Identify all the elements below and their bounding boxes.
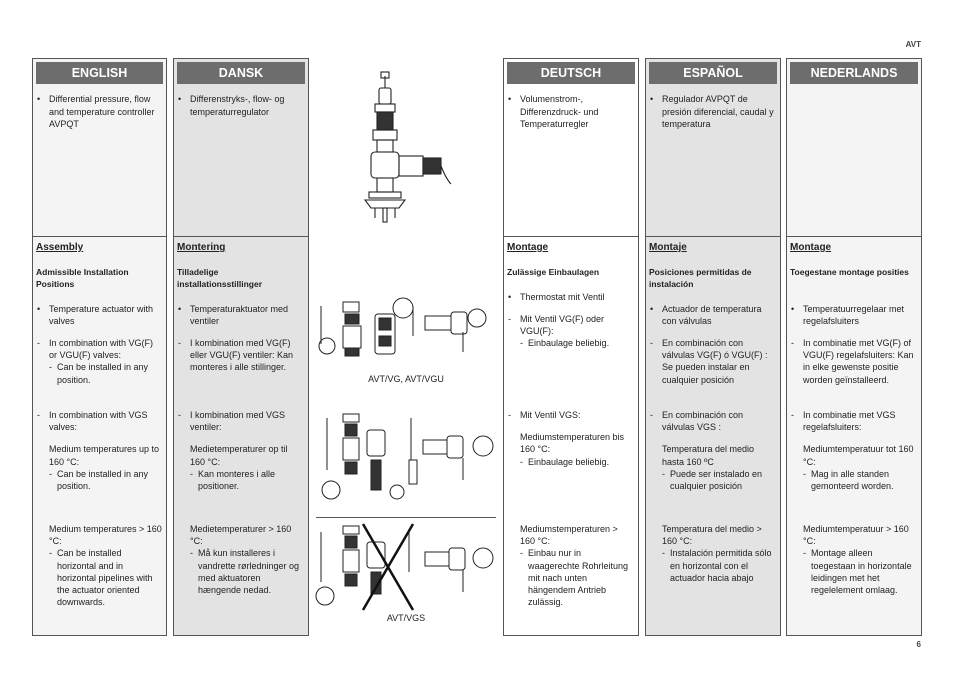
bullet-4-deutsch: Mediumstemperaturen > 160 °C: -Einbau nu… <box>520 524 629 608</box>
bullet-3-english: -In combination with VGS valves: Medium … <box>37 410 160 492</box>
intro-deutsch: •Volumenstrom-, Differenzdruck- und Temp… <box>508 94 599 129</box>
bullet-1-deutsch: •Thermostat mit Ventil <box>508 292 605 302</box>
tab-deutsch: DEUTSCH <box>507 62 635 84</box>
section-sub-dansk: Tilladelige installationsstillinger <box>177 267 263 289</box>
bullet-2-espanol: -En combinación con válvulas VG(F) ó VGU… <box>650 338 768 385</box>
section-title-nederlands: Montage <box>790 242 832 253</box>
bullet-4-espanol: Temperatura del medio > 160 °C: -Instala… <box>662 524 772 583</box>
bullet-2-english: -In combination with VG(F) or VGU(F) val… <box>37 338 154 385</box>
column-espanol: ESPAÑOL •Regulador AVPQT de presión dife… <box>645 58 781 636</box>
bullet-1-english: •Temperature actuator with valves <box>37 304 154 327</box>
section-title-deutsch: Montage <box>507 242 549 253</box>
section-sub-english: Admissible Installation Positions <box>36 267 129 289</box>
bullet-4-nederlands: Mediumtemperatuur > 160 °C: -Montage all… <box>803 524 912 596</box>
section-sub-deutsch: Zulässige Einbaulagen <box>507 267 600 277</box>
bullet-4-english: Medium temperatures > 160 °C: -Can be in… <box>49 524 162 608</box>
caption-vg-vgu: AVT/VG, AVT/VGU <box>368 374 444 384</box>
vgs-installation-figure-2 <box>315 523 494 611</box>
bullet-3-espanol: -En combinación con válvulas VGS : Tempe… <box>650 410 763 492</box>
section-title-dansk: Montering <box>177 242 226 253</box>
intro-espanol: •Regulador AVPQT de presión diferencial,… <box>650 94 774 129</box>
figure-column: AVT/VG, AVT/VGU <box>313 58 499 636</box>
figure-divider <box>316 517 496 518</box>
intro-english: •Differential pressure, flow and tempera… <box>37 94 155 129</box>
bullet-1-nederlands: •Temperatuurregelaar met regelafsluiters <box>791 304 905 327</box>
tab-english: ENGLISH <box>36 62 163 84</box>
column-deutsch: DEUTSCH •Volumenstrom-, Differenzdruck- … <box>503 58 639 636</box>
bullet-4-dansk: Medietemperaturer > 160 °C: -Må kun inst… <box>190 524 300 596</box>
bullet-1-espanol: •Actuador de temperatura con válvulas <box>650 304 762 327</box>
intro-dansk: •Differenstryks-, flow- og temperaturreg… <box>178 94 285 117</box>
section-title-espanol: Montaje <box>649 242 687 253</box>
column-dansk: DANSK •Differenstryks-, flow- og tempera… <box>173 58 309 636</box>
section-title-english: Assembly <box>36 242 84 253</box>
vg-vgu-installation-figure <box>318 297 487 357</box>
bullet-3-deutsch: -Mit Ventil VGS: Mediumstemperaturen bis… <box>508 410 625 467</box>
bullet-2-dansk: -I kombination med VG(F) eller VGU(F) ve… <box>178 338 294 373</box>
bullet-3-nederlands: -In combinatie met VGS regelafsluiters: … <box>791 410 914 492</box>
caption-vgs: AVT/VGS <box>386 613 426 623</box>
bullet-1-dansk: •Temperaturaktuator med ventiler <box>178 304 289 327</box>
tab-espanol: ESPAÑOL <box>649 62 777 84</box>
section-sub-nederlands: Toegestane montage posities <box>790 267 909 277</box>
column-nederlands: NEDERLANDS Montage Toegestane montage po… <box>786 58 922 636</box>
tab-dansk: DANSK <box>177 62 305 84</box>
bullet-3-dansk: -I kombination med VGS ventiler: Mediete… <box>178 410 288 492</box>
tab-nederlands: NEDERLANDS <box>790 62 918 84</box>
controller-illustration <box>363 71 452 223</box>
document-code: AVT <box>905 40 921 49</box>
section-sub-espanol: Posiciones permitidas de instalación <box>649 267 752 289</box>
vgs-installation-figure-1 <box>321 413 494 500</box>
bullet-2-nederlands: -In combinatie met VG(F) of VGU(F) regel… <box>791 338 914 385</box>
page-number: 6 <box>916 640 921 649</box>
bullet-2-deutsch: -Mit Ventil VG(F) oder VGU(F): -Einbaula… <box>508 314 610 349</box>
column-english: ENGLISH •Differential pressure, flow and… <box>32 58 167 636</box>
